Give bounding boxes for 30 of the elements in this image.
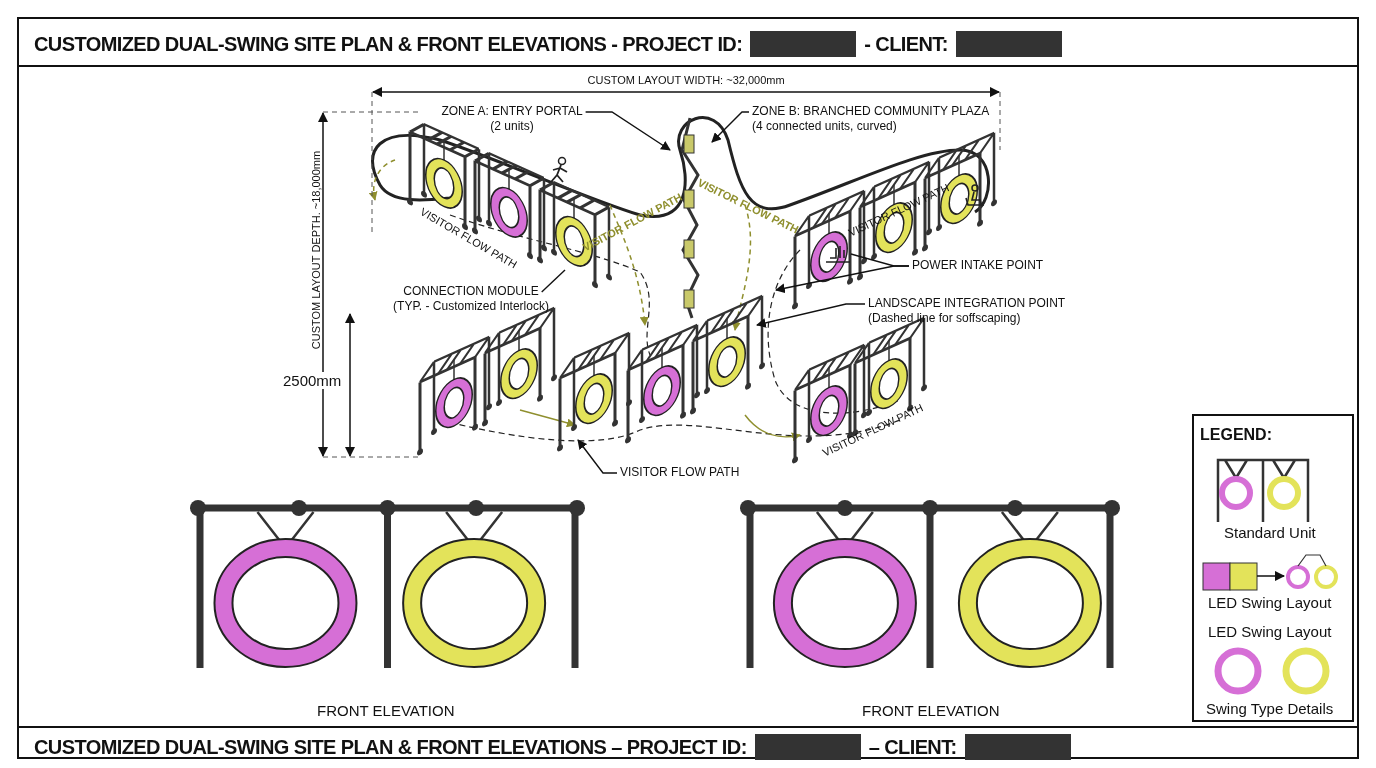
leader-line: [577, 439, 618, 474]
drawing-caption: FRONT ELEVATION: [862, 701, 1000, 719]
drawing-caption: FRONT ELEVATION: [317, 701, 455, 719]
legend-label: LED Swing Layout: [1208, 623, 1332, 640]
legend-label: Swing Type Details: [1206, 700, 1334, 717]
callout-label: ZONE A: ENTRY PORTAL: [440, 104, 584, 119]
leader-line: [584, 111, 671, 151]
callout-label: LANDSCAPE INTEGRATION POINT: [868, 296, 1066, 311]
legend-label: LED Swing Layout: [1208, 594, 1332, 611]
leader-line: [775, 265, 910, 294]
leader-line: [756, 303, 866, 328]
leader-line: [711, 111, 750, 143]
callout-note: (4 connected units, curved): [752, 119, 898, 134]
callout-label: CONNECTION MODULE: [402, 284, 540, 299]
leader-line: [541, 269, 566, 293]
legend-label: Standard Unit: [1224, 524, 1316, 541]
callout-note: (TYP. - Customized Interlock): [392, 299, 550, 314]
dimension-label: 2500mm: [283, 371, 342, 389]
sheet-title: CUSTOMIZED DUAL-SWING SITE PLAN & FRONT ELEVATIONS - PROJECT ID:: [34, 32, 743, 56]
callout-label: VISITOR FLOW PATH: [620, 465, 740, 480]
field-label: - CLIENT:: [864, 32, 948, 56]
legend-heading: LEGEND:: [1200, 426, 1272, 444]
dimension-label: CUSTOM LAYOUT DEPTH. ~18,000mm: [310, 150, 323, 350]
callout-note: (2 units): [489, 119, 535, 134]
sheet-title: CUSTOMIZED DUAL-SWING SITE PLAN & FRONT ELEVATIONS – PROJECT ID:: [34, 735, 747, 759]
field-label: – CLIENT:: [868, 735, 957, 759]
dimension-label: CUSTOM LAYOUT WIDTH: ~32,000mm: [587, 74, 785, 86]
callout-label: ZONE B: BRANCHED COMMUNITY PLAZA: [752, 104, 990, 119]
callout-label: POWER INTAKE POINT: [912, 258, 1044, 273]
power-outlet-icon: [825, 245, 851, 263]
